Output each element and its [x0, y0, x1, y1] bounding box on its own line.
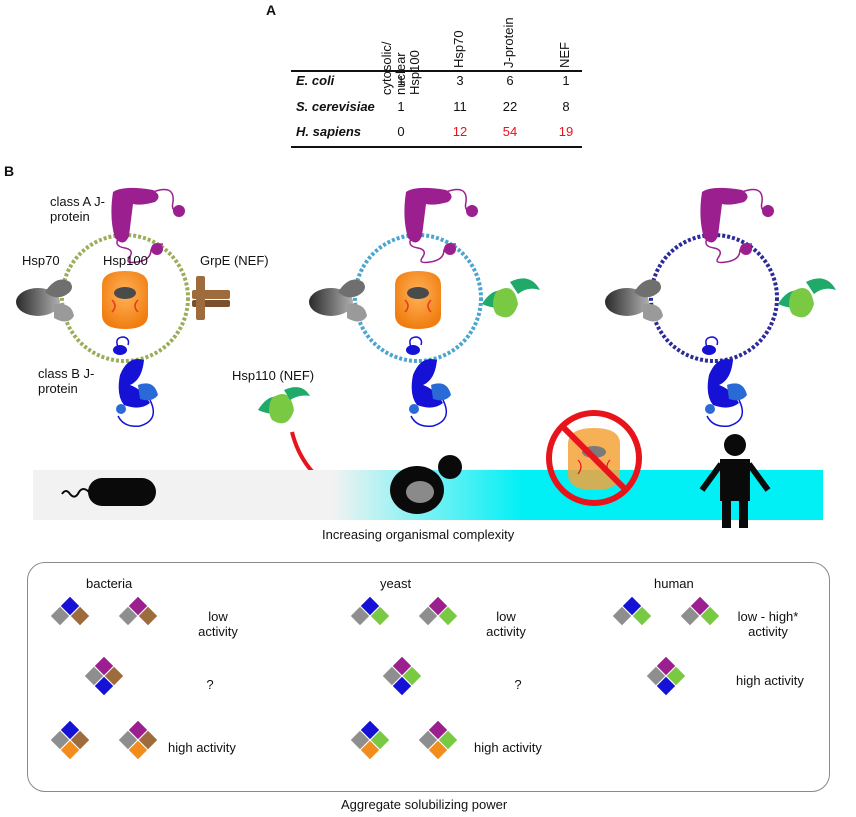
combo-yeast-a-hsp100: [417, 719, 459, 761]
class-a-jprotein-shape: [404, 187, 478, 264]
complexity-caption: Increasing organismal complexity: [322, 527, 515, 542]
cell-nef: 8: [562, 99, 570, 114]
bacteria-activity-row1: low activity: [198, 609, 238, 639]
yeast-activity-row2: ?: [514, 677, 522, 692]
panel-a-label: A: [266, 2, 277, 18]
grpe-shape: [192, 276, 230, 320]
combo-human-a-b: [645, 655, 687, 697]
hsp100-shape: [102, 271, 148, 329]
hsp100-shape: [395, 271, 441, 329]
yeast-activity-row3: high activity: [474, 740, 542, 755]
combo-human-classa: [679, 595, 721, 627]
hsp70-shape: [605, 279, 663, 322]
cell-hsp100: 1: [397, 73, 405, 88]
cell-jprotein: 54: [502, 124, 518, 139]
class-b-jprotein-shape: [113, 336, 158, 428]
hsp110-label: Hsp110 (NEF): [232, 368, 315, 383]
class-a-jprotein-label: class A J-protein: [50, 194, 106, 224]
class-b-jprotein-shape: [702, 336, 747, 428]
combo-bacteria-classb: [49, 595, 91, 627]
row-label: E. coli: [296, 73, 335, 88]
yeast-activity-row1: low activity: [486, 609, 526, 639]
no-hsp100-icon: [546, 410, 642, 506]
combo-yeast-classa: [417, 595, 459, 627]
combo-human-classb: [611, 595, 653, 627]
bacteria-activity-row2: ?: [206, 677, 214, 692]
cell-nef: 19: [558, 124, 574, 139]
combo-bacteria-a-b: [83, 655, 125, 697]
human-activity-row2: high activity: [736, 673, 804, 688]
organism-label-yeast: yeast: [380, 576, 412, 591]
bacterium-icon: [61, 478, 156, 506]
row-label: S. cerevisiae: [296, 99, 375, 114]
hsp100-label: Hsp100: [103, 253, 148, 268]
yeast-cell-icon: [390, 455, 462, 514]
table-rule-bottom: [291, 146, 582, 148]
cell-jprotein: 22: [502, 99, 518, 114]
hsp70-label: Hsp70: [22, 253, 60, 268]
organism-label-human: human: [654, 576, 694, 591]
combo-bacteria-b-hsp100: [49, 719, 91, 761]
combo-yeast-b-hsp100: [349, 719, 391, 761]
comparison-box: [27, 562, 830, 792]
cell-nef: 1: [562, 73, 570, 88]
cell-hsp70: 11: [453, 99, 467, 114]
class-a-jprotein-text: class A J-protein: [50, 194, 105, 224]
class-a-jprotein-shape: [111, 187, 185, 264]
cell-hsp100: 0: [397, 124, 405, 139]
class-b-jprotein-label: class B J-protein: [38, 366, 108, 396]
hsp110-shape: [258, 387, 310, 424]
combo-yeast-a-b: [381, 655, 423, 697]
row-label: H. sapiens: [296, 124, 362, 139]
comparison-footer: Aggregate solubilizing power: [341, 797, 508, 812]
class-b-jprotein-text: class B J-protein: [38, 366, 95, 396]
hsp110-in-ring-shape: [778, 278, 836, 318]
human-figure-icon: [699, 434, 771, 528]
class-a-jprotein-shape: [700, 187, 774, 264]
combo-yeast-classb: [349, 595, 391, 627]
bacteria-activity-row3: high activity: [168, 740, 236, 755]
table-rule-top: [291, 70, 582, 72]
cell-hsp70: 3: [456, 73, 464, 88]
panel-b-label: B: [4, 163, 15, 179]
combo-bacteria-a-hsp100: [117, 719, 159, 761]
organism-label-bacteria: bacteria: [86, 576, 133, 591]
hsp70-shape: [16, 279, 74, 322]
cell-hsp100: 1: [397, 99, 405, 114]
hsp110-in-ring-shape: [482, 278, 540, 318]
panel-b-illustration: [16, 187, 836, 528]
grpe-label: GrpE (NEF): [200, 253, 269, 268]
combo-bacteria-classa: [117, 595, 159, 627]
cell-hsp70: 12: [452, 124, 468, 139]
hsp70-shape: [309, 279, 367, 322]
human-activity-row1: low - high* activity: [737, 609, 799, 639]
class-b-jprotein-shape: [406, 336, 451, 428]
cell-jprotein: 6: [506, 73, 514, 88]
